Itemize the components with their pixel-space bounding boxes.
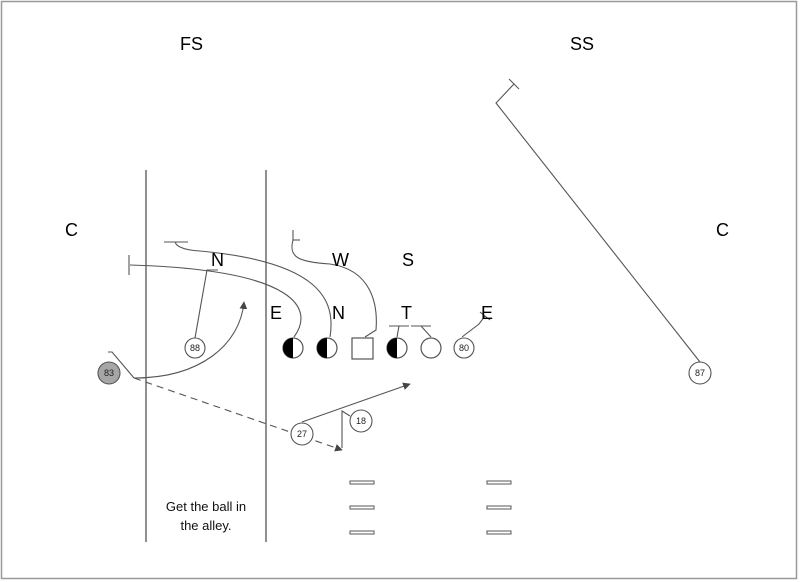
hash-marks-right xyxy=(486,480,512,535)
label-corner-right: C xyxy=(716,220,729,240)
player-27: 27 xyxy=(290,422,314,446)
route-guard-left xyxy=(175,241,332,338)
route-center xyxy=(291,239,377,338)
label-will: W xyxy=(332,250,349,270)
svg-text:18: 18 xyxy=(356,416,366,426)
player-83: 83 xyxy=(97,361,121,385)
label-nickel: N xyxy=(211,250,224,270)
note-line-2: the alley. xyxy=(180,518,231,533)
label-end-right: E xyxy=(481,303,493,323)
ol-guard-right xyxy=(386,337,408,359)
label-ss: SS xyxy=(570,34,594,54)
route-tackle-left xyxy=(396,325,400,338)
route-guard-right xyxy=(420,325,432,338)
svg-text:87: 87 xyxy=(695,368,705,378)
player-18: 18 xyxy=(349,409,373,433)
label-fs: FS xyxy=(180,34,203,54)
ol-tackle-left xyxy=(282,337,304,359)
svg-text:27: 27 xyxy=(297,429,307,439)
hash-marks-left xyxy=(349,480,375,535)
svg-text:88: 88 xyxy=(190,343,200,353)
label-end-left: E xyxy=(270,303,282,323)
route-27 xyxy=(301,382,411,423)
route-18 xyxy=(341,410,351,448)
route-88 xyxy=(194,269,218,339)
label-nose: N xyxy=(332,303,345,323)
player-87: 87 xyxy=(688,361,712,385)
player-80: 80 xyxy=(453,337,475,359)
label-corner-left: C xyxy=(65,220,78,240)
ol-tackle-right xyxy=(420,337,442,359)
route-87-block-end xyxy=(508,78,520,90)
note-line-1: Get the ball in xyxy=(166,499,246,514)
svg-text:80: 80 xyxy=(459,343,469,353)
route-83-motion xyxy=(108,351,135,379)
label-tackle: T xyxy=(401,303,412,323)
route-tackle-pull xyxy=(129,264,302,338)
svg-text:83: 83 xyxy=(104,368,114,378)
route-80 xyxy=(461,315,486,338)
player-88: 88 xyxy=(184,337,206,359)
label-sam: S xyxy=(402,250,414,270)
route-83-arc xyxy=(133,301,248,379)
ol-center xyxy=(351,337,374,360)
route-80-block-end xyxy=(479,311,491,321)
route-87 xyxy=(495,83,701,363)
ol-guard-left xyxy=(316,337,338,359)
